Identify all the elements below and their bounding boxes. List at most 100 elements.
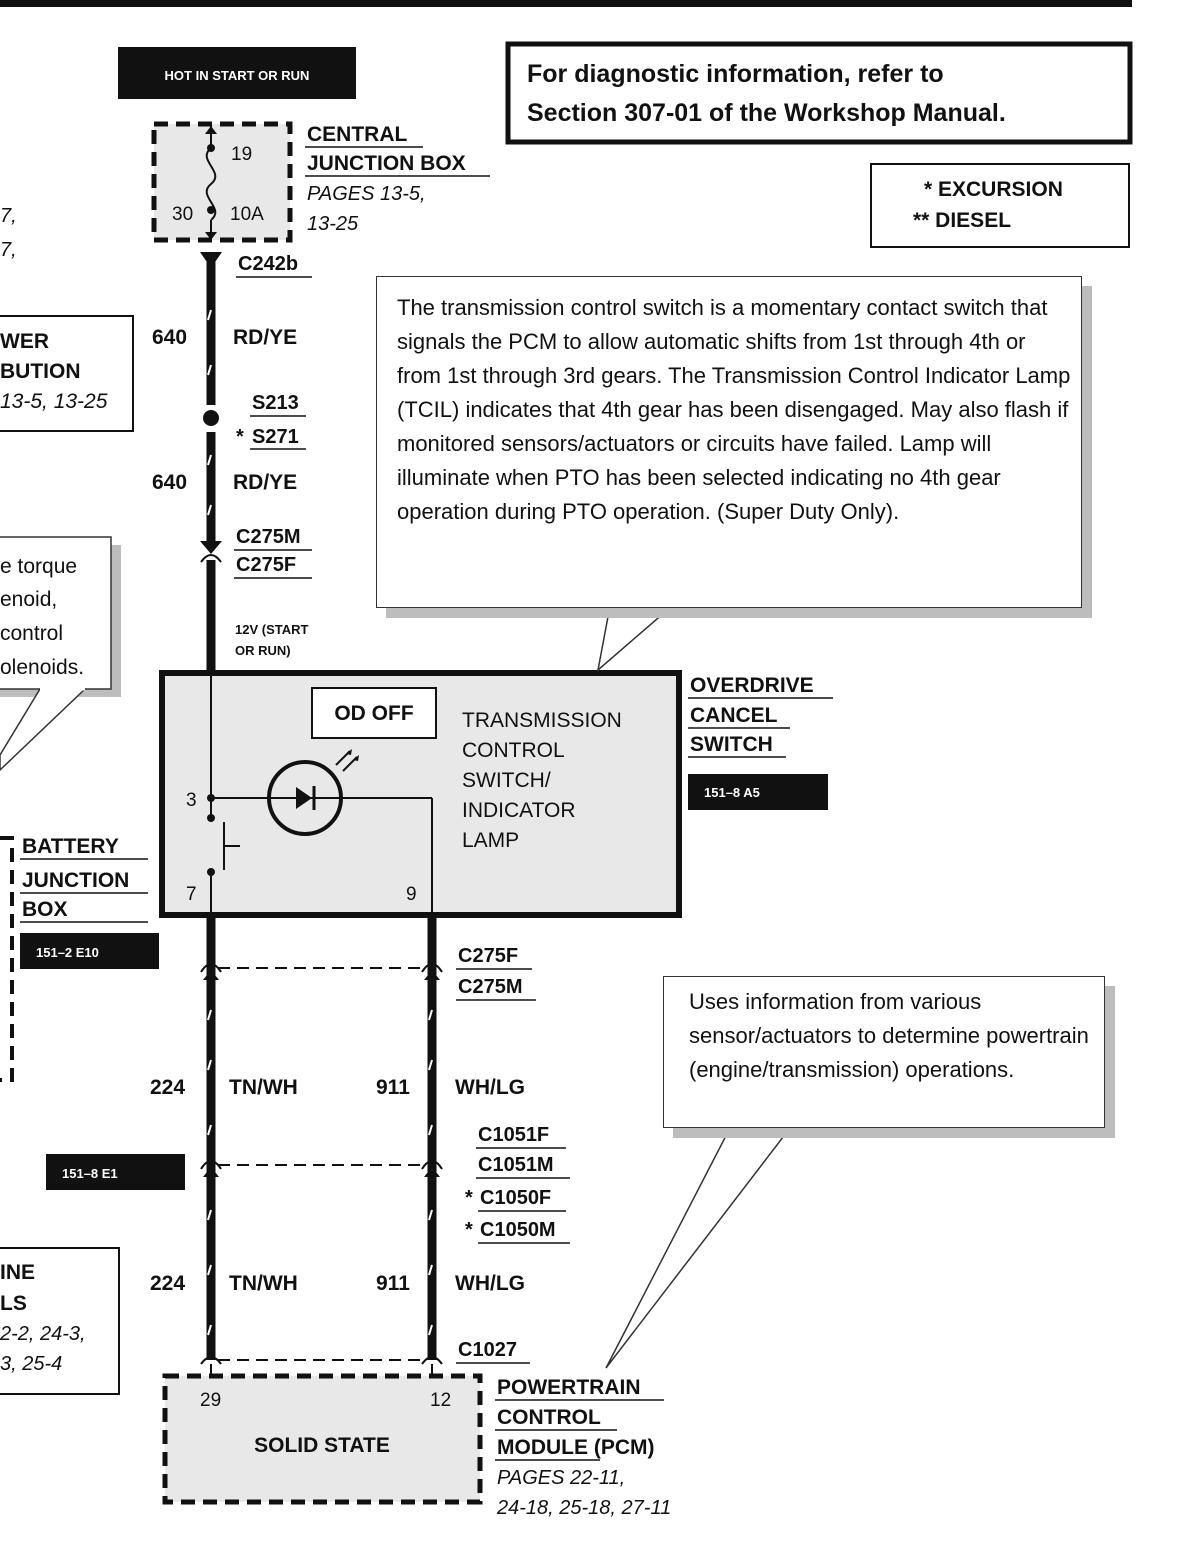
pcm-pin-12: 12 [430, 1390, 451, 1411]
engine-pages-2: 3, 25-4 [0, 1353, 62, 1375]
od-off-label-box [311, 687, 437, 739]
central-junction-box [151, 121, 293, 243]
pcm-name-3: MODULE (PCM) [497, 1436, 655, 1459]
cjb-pages-2: 13-25 [307, 213, 359, 235]
pcm-solid-state: SOLID STATE [254, 1434, 390, 1457]
c1050f-asterisk: * [465, 1187, 473, 1209]
pcm-pages-1: PAGES 22-11, [497, 1467, 625, 1489]
engine-line-2: LS [0, 1292, 27, 1315]
battery-ref-box [20, 933, 159, 969]
c1027-label: C1027 [458, 1339, 517, 1361]
battery-name-3: BOX [22, 898, 68, 921]
pcm-pin-29: 29 [200, 1390, 221, 1411]
torque-note-pointer [0, 688, 87, 772]
diagnostic-box [505, 41, 1133, 145]
splice-s213 [203, 410, 219, 426]
cjb-fuse-rating: 10A [230, 204, 264, 225]
tcs-note-pointer [596, 605, 675, 672]
engine-line-1: INE [0, 1261, 35, 1284]
power-dist-pages: 13-5, 13-25 [0, 390, 108, 413]
cjb-name-2: JUNCTION BOX [307, 152, 466, 175]
hot-label: HOT IN START OR RUN [165, 68, 310, 83]
cjb-pages-1: PAGES 13-5, [307, 183, 426, 205]
wire-911a-number: 911 [376, 1076, 410, 1099]
engine-pages-1: 2-2, 24-3, [0, 1323, 86, 1345]
battery-ref: 151–2 E10 [36, 945, 99, 960]
hot-label-box [118, 47, 356, 99]
torque-note-line-1: e torque [0, 555, 77, 578]
switch-name-3: SWITCH [690, 733, 773, 756]
wire-911b-color: WH/LG [455, 1272, 525, 1295]
pcm-pages-2: 24-18, 25-18, 27-11 [496, 1497, 671, 1519]
c242b-connector [200, 252, 222, 268]
wire-640b-number: 640 [152, 471, 187, 494]
wire-224a-number: 224 [150, 1076, 185, 1099]
c275m-mid-label: C275M [458, 976, 522, 998]
pcm-box [162, 1373, 483, 1505]
s271-asterisk: * [236, 426, 244, 448]
ref-e1-box [46, 1154, 185, 1190]
legend-box [870, 163, 1130, 248]
wire-640a-color: RD/YE [233, 326, 297, 349]
pcm-note: Uses information from various sensor/act… [663, 976, 1105, 1128]
switch-desc-2: CONTROL [462, 739, 565, 762]
power-distribution-box [0, 315, 134, 432]
engine-controls-box [0, 1247, 120, 1395]
pcm-name-2: CONTROL [497, 1406, 601, 1429]
cjb-name-1: CENTRAL [307, 123, 407, 146]
pcm-name-1: POWERTRAIN [497, 1376, 641, 1399]
tcs-note: The transmission control switch is a mom… [376, 276, 1082, 608]
c1051m-label: C1051M [478, 1154, 554, 1176]
wire-911a-color: WH/LG [455, 1076, 525, 1099]
diagnostic-line-2: Section 307-01 of the Workshop Manual. [527, 99, 1006, 127]
switch-ref: 151–8 A5 [704, 785, 760, 800]
torque-note-line-4: olenoids. [0, 656, 84, 679]
c1050m-asterisk: * [465, 1219, 473, 1241]
c275m-top-label: C275M [236, 526, 300, 548]
switch-desc-5: LAMP [462, 829, 519, 852]
pcm-note-pointer [605, 1127, 792, 1369]
switch-desc-4: INDICATOR [462, 799, 576, 822]
voltage-line-2: OR RUN) [235, 643, 291, 658]
c1050m-label: C1050M [480, 1219, 556, 1241]
top-rule [0, 0, 1132, 7]
power-dist-line-1: WER [0, 330, 49, 353]
switch-pin-7: 7 [186, 884, 197, 905]
power-dist-line-2: BUTION [0, 360, 81, 383]
voltage-line-1: 12V (START [235, 622, 308, 637]
wire-640b-color: RD/YE [233, 471, 297, 494]
switch-name-2: CANCEL [690, 704, 778, 727]
switch-name-1: OVERDRIVE [690, 674, 814, 697]
battery-name-1: BATTERY [22, 835, 119, 858]
wire-911b-number: 911 [376, 1272, 410, 1295]
wire-224a-color: TN/WH [229, 1076, 298, 1099]
left-fragment-a: 7, [0, 205, 17, 227]
cjb-pin-19: 19 [231, 144, 252, 165]
c275-top-connector [200, 541, 222, 554]
left-fragment-b: 7, [0, 239, 17, 261]
switch-ref-box [688, 774, 828, 810]
c1051f-label: C1051F [478, 1124, 549, 1146]
switch-pin-3: 3 [186, 790, 197, 811]
c275f-mid-label: C275F [458, 945, 518, 967]
s213-label: S213 [252, 392, 299, 414]
wire-640a-number: 640 [152, 326, 187, 349]
switch-desc-3: SWITCH/ [462, 769, 551, 792]
c275f-top-label: C275F [236, 554, 296, 576]
s271-label: S271 [252, 426, 299, 448]
switch-pin-9: 9 [406, 884, 417, 905]
legend-diesel: ** DIESEL [913, 209, 1011, 232]
cjb-pin-30: 30 [172, 204, 193, 225]
legend-excursion: * EXCURSION [924, 178, 1063, 201]
diagnostic-line-1: For diagnostic information, refer to [527, 60, 944, 88]
c242b-label: C242b [238, 253, 298, 275]
wire-224b-number: 224 [150, 1272, 185, 1295]
battery-name-2: JUNCTION [22, 869, 129, 892]
c1050f-label: C1050F [480, 1187, 551, 1209]
battery-junction-outline [0, 836, 14, 1082]
torque-note-line-2: enoid, [0, 588, 57, 611]
od-off-label: OD OFF [334, 702, 413, 725]
torque-note-line-3: control [0, 622, 63, 645]
switch-desc-1: TRANSMISSION [462, 709, 622, 732]
